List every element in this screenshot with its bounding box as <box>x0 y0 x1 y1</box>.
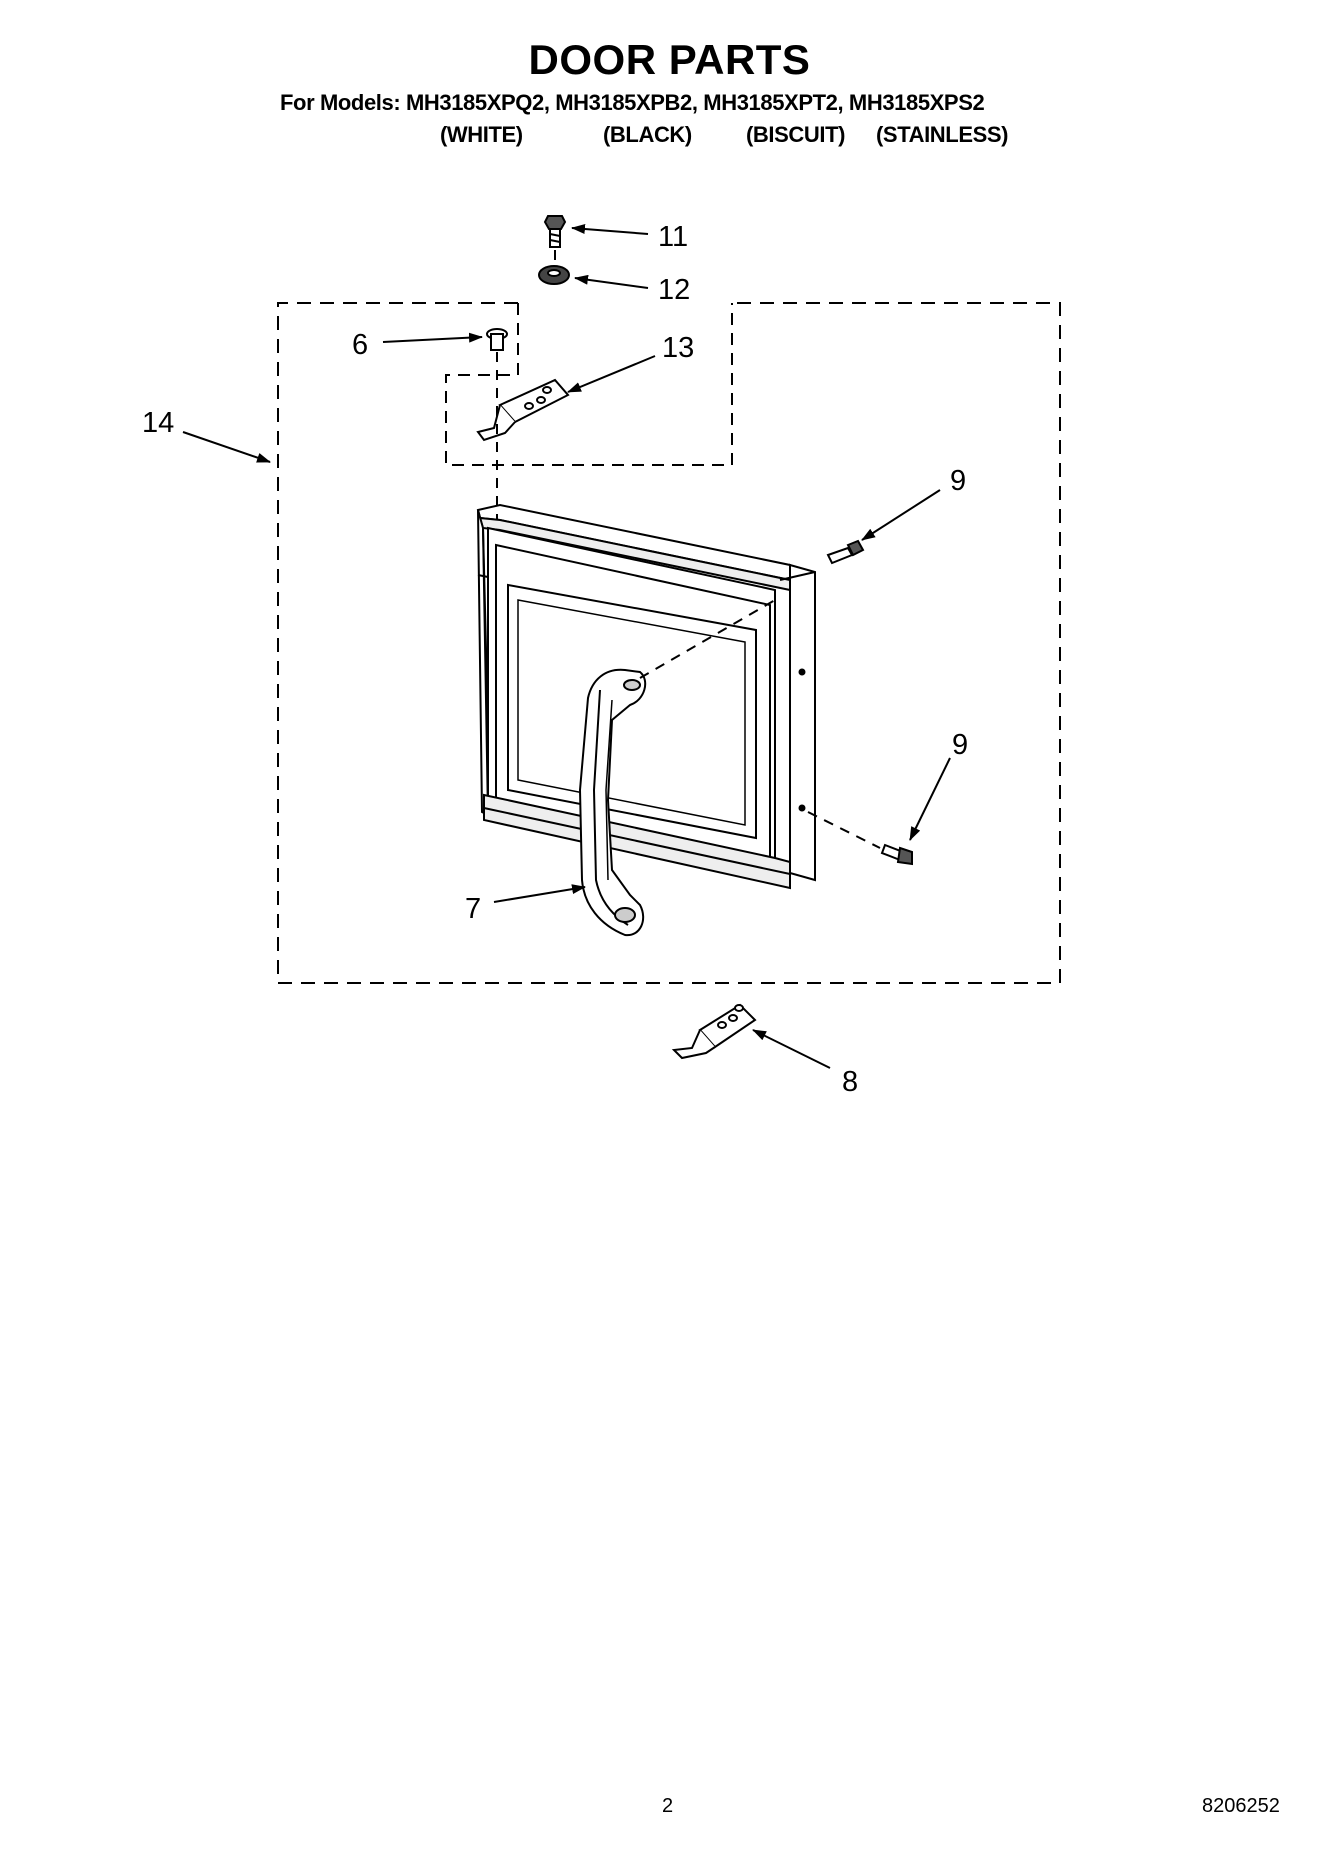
bracket-detail-outline <box>445 303 733 466</box>
callout-8: 8 <box>842 1066 858 1098</box>
color-biscuit: (BISCUIT) <box>746 122 846 147</box>
color-white: (WHITE) <box>440 122 523 147</box>
page-title: DOOR PARTS <box>528 36 811 83</box>
callout-9-upper: 9 <box>950 465 966 497</box>
color-stainless: (STAINLESS) <box>876 122 1009 147</box>
document-number: 8206252 <box>1202 1795 1280 1817</box>
hinge-bracket-13 <box>476 378 570 442</box>
assembly-outline <box>277 302 1061 984</box>
screw-9-lower <box>880 843 913 866</box>
callout-13: 13 <box>662 332 694 364</box>
callout-7: 7 <box>465 893 481 925</box>
callout-9-lower: 9 <box>952 729 968 761</box>
color-black: (BLACK) <box>603 122 692 147</box>
alignment-lines <box>496 250 881 849</box>
callout-12: 12 <box>658 274 690 306</box>
hinge-bracket-8 <box>671 1003 757 1060</box>
callout-11: 11 <box>658 221 688 253</box>
callout-14: 14 <box>142 407 174 439</box>
door-handle-7 <box>578 668 647 937</box>
models-line: For Models: MH3185XPQ2, MH3185XPB2, MH31… <box>280 90 985 115</box>
screw-6 <box>486 328 508 351</box>
page-number: 2 <box>662 1795 674 1817</box>
screw-11 <box>543 215 567 248</box>
callout-leaders <box>182 224 951 1069</box>
callout-6: 6 <box>352 329 368 361</box>
screw-9-upper <box>826 539 865 565</box>
door-frame <box>476 503 816 890</box>
washer-12 <box>538 265 570 285</box>
